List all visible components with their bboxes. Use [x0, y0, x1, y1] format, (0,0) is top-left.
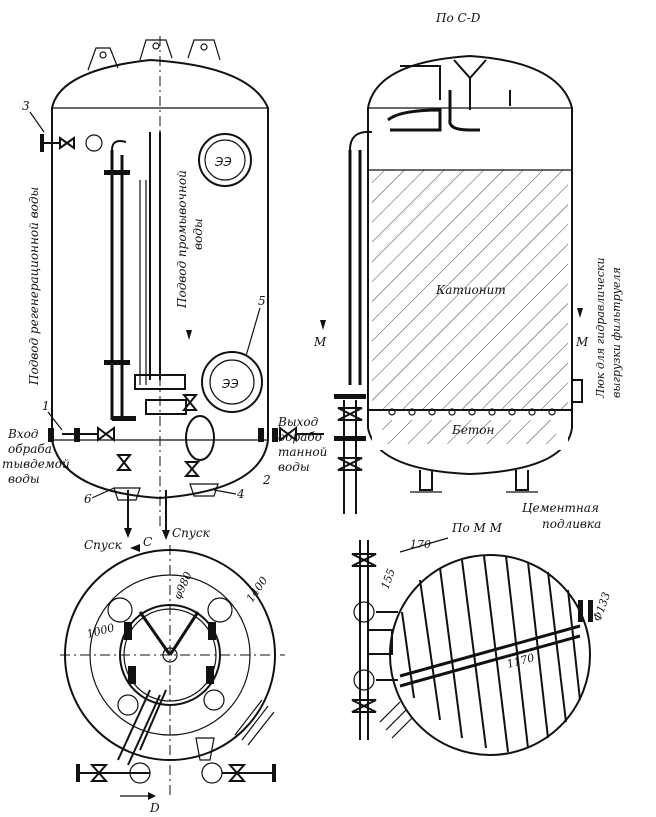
drain-label-right: Спуск	[172, 526, 211, 540]
dim-170: 170	[410, 538, 431, 551]
svg-text:воды: воды	[278, 460, 310, 474]
dim-155: 155	[379, 567, 398, 591]
cement-label-1: Цементная	[522, 501, 599, 515]
callout-2: 2	[262, 473, 271, 487]
callout-5: 5	[258, 294, 266, 308]
hatch-label-2: выгрузки фильтруеля	[610, 267, 623, 398]
nozzle-row	[388, 408, 556, 416]
dim-1000: 1000	[85, 621, 115, 641]
section-d-label: D	[149, 801, 160, 815]
concrete-label: Бетон	[451, 423, 495, 437]
rinse-water-label-1: Подвод промывочной	[175, 170, 189, 309]
regen-water-label: Подвод регенерационной воды	[27, 187, 41, 386]
callout-3: 3	[22, 99, 30, 113]
dim-133: Φ133	[591, 590, 613, 623]
section-m-right: M	[575, 335, 589, 349]
cement-label-2: подливка	[542, 517, 601, 531]
svg-text:танной: танной	[278, 445, 327, 459]
dim-980: φ980	[171, 570, 195, 602]
svg-text:ЭЭ: ЭЭ	[221, 377, 239, 391]
svg-text:ЭЭ: ЭЭ	[214, 155, 232, 169]
left-vessel: ЭЭ ЭЭ	[40, 36, 324, 540]
hatch-label-1: Люк для гидравлически	[594, 257, 607, 399]
drain-label-left: Спуск	[84, 538, 123, 552]
svg-text:тывдемой: тывдемой	[2, 457, 70, 471]
section-m-left: M	[313, 335, 327, 349]
lateral-pipes	[401, 555, 581, 753]
cationite-label: Катионит	[435, 283, 506, 297]
svg-text:Выход: Выход	[277, 415, 319, 429]
svg-text:Вход: Вход	[7, 427, 39, 441]
outlet-label: Выход обрабо танной воды	[277, 415, 327, 474]
section-cd-title: По C-D	[435, 11, 481, 25]
svg-text:обрабо: обрабо	[278, 430, 322, 444]
svg-text:воды: воды	[8, 472, 40, 486]
inlet-label: Вход обраба тывдемой воды	[2, 427, 70, 486]
dim-1400: 1400	[244, 574, 271, 604]
section-mm-view	[351, 537, 593, 756]
callout-1: 1	[42, 399, 50, 413]
callout-4: 4	[236, 487, 245, 501]
section-mm-title: По M M	[451, 521, 503, 535]
plan-view	[60, 545, 285, 800]
callout-6: 6	[84, 492, 92, 506]
right-vessel	[320, 54, 583, 514]
rinse-water-label-2: воды	[191, 218, 205, 250]
svg-text:обраба: обраба	[8, 442, 52, 456]
section-c-label: C	[143, 535, 152, 549]
